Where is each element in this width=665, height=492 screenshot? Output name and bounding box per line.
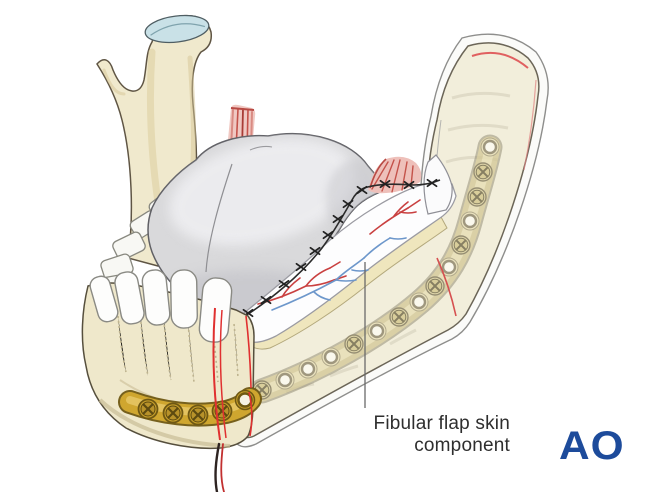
figure-label-line1: Fibular flap skin [373, 413, 510, 434]
figure-label: Fibular flap skin component [300, 413, 510, 457]
gold-plate-screws [137, 398, 233, 426]
bend-osteotomy-line [436, 257, 457, 317]
chin-shading [98, 398, 231, 448]
vascular-pedicle [214, 442, 225, 492]
tongue-crease [205, 163, 233, 273]
periosteum-red-rim [471, 52, 529, 69]
flap-arteries [257, 199, 421, 305]
mandible-gold-plate [118, 387, 262, 427]
condyle-cartilage-cap [144, 14, 210, 44]
fibula-reconstruction-plate [249, 134, 503, 404]
flap-veins [271, 237, 407, 311]
skin-paddle-tip [423, 154, 453, 215]
osteotomy-lines [212, 307, 253, 441]
suture-x-marks [242, 178, 438, 318]
ao-logo: AO [559, 424, 625, 468]
sutures [242, 178, 441, 318]
fibular-flap-skin-component [237, 154, 457, 350]
plate-holes [252, 137, 500, 400]
figure-label-line2: component [414, 435, 510, 456]
periosteum-red-edge [523, 79, 537, 171]
